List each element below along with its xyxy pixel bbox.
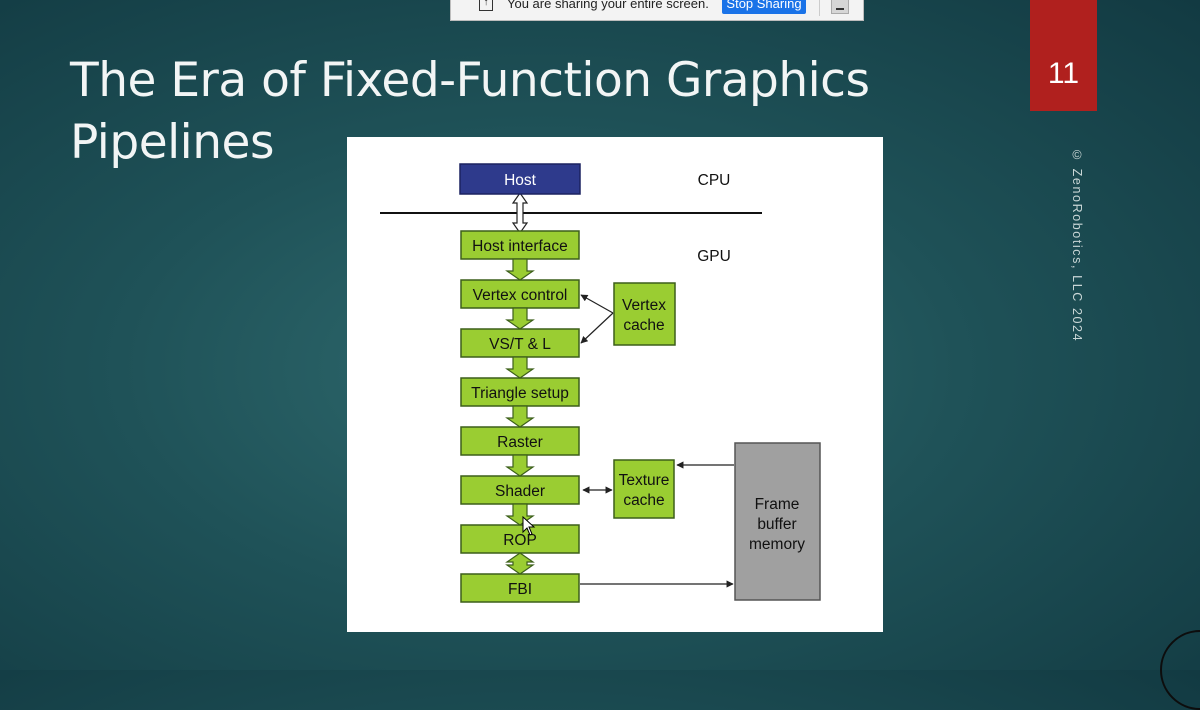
vertex-cache-box	[613, 282, 676, 346]
flow-arrow-1	[505, 258, 535, 281]
host-box	[459, 163, 581, 195]
slide-title: The Era of Fixed-Function Graphics Pipel…	[70, 50, 990, 174]
vertex-cache-to-vstl-arrow	[580, 312, 614, 344]
host-label: Host	[504, 172, 537, 189]
share-screen-icon: ↑	[479, 0, 493, 11]
minimize-share-bar-button[interactable]	[831, 0, 849, 14]
triangle-setup-label: Triangle setup	[471, 385, 569, 402]
pipeline-diagram: CPU GPU Host Host interface Vertex contr…	[347, 137, 883, 632]
slide-number: 11	[1030, 0, 1097, 111]
mouse-pointer-icon	[522, 516, 536, 536]
flow-arrow-2	[505, 307, 535, 330]
raster-label: Raster	[497, 434, 543, 451]
fbi-label: FBI	[508, 581, 532, 598]
host-interface-label: Host interface	[472, 238, 568, 255]
raster-box	[460, 426, 580, 456]
vst-l-label: VS/T & L	[489, 336, 551, 353]
vst-l-box	[460, 328, 580, 358]
shader-box	[460, 475, 580, 505]
texture-cache-label-2: cache	[623, 492, 664, 509]
corner-circle-icon	[1160, 630, 1200, 710]
share-bar-divider	[819, 0, 820, 16]
rop-label: ROP	[503, 532, 537, 549]
slide: ↑ You are sharing your entire screen. St…	[70, 0, 1200, 710]
slide-title-line-1: The Era of Fixed-Function Graphics	[70, 53, 870, 108]
vertex-control-label: Vertex control	[473, 287, 568, 304]
flow-arrow-7	[505, 552, 535, 575]
shader-label: Shader	[495, 483, 545, 500]
screen-share-bar: ↑ You are sharing your entire screen. St…	[450, 0, 864, 21]
flow-arrow-4	[505, 405, 535, 428]
copyright-notice: © ZenoRobotics, LLC 2024	[1070, 148, 1084, 343]
pipeline-diagram-svg: CPU GPU Host Host interface Vertex contr…	[380, 163, 821, 603]
fbi-box	[460, 573, 580, 603]
vertex-control-box	[460, 279, 580, 309]
cpu-label: CPU	[698, 172, 731, 189]
frame-buffer-memory-box	[734, 442, 821, 601]
triangle-setup-box	[460, 377, 580, 407]
frame-buffer-label-2: buffer	[757, 516, 796, 533]
vertex-cache-label-2: cache	[623, 317, 664, 334]
share-message: You are sharing your entire screen.	[507, 0, 709, 11]
slide-title-line-2: Pipelines	[70, 115, 274, 170]
rop-box	[460, 524, 580, 554]
texture-cache-box	[613, 459, 675, 519]
vertex-cache-to-vertex-control-arrow	[580, 294, 614, 314]
vertex-cache-label-1: Vertex	[622, 297, 666, 314]
gpu-label: GPU	[697, 248, 731, 265]
texture-cache-label-1: Texture	[619, 472, 670, 489]
stop-sharing-button[interactable]: Stop Sharing	[722, 0, 806, 14]
flow-arrow-3	[505, 356, 535, 379]
frame-buffer-label-3: memory	[749, 536, 805, 553]
flow-arrow-5	[505, 454, 535, 477]
frame-buffer-label-1: Frame	[755, 496, 800, 513]
